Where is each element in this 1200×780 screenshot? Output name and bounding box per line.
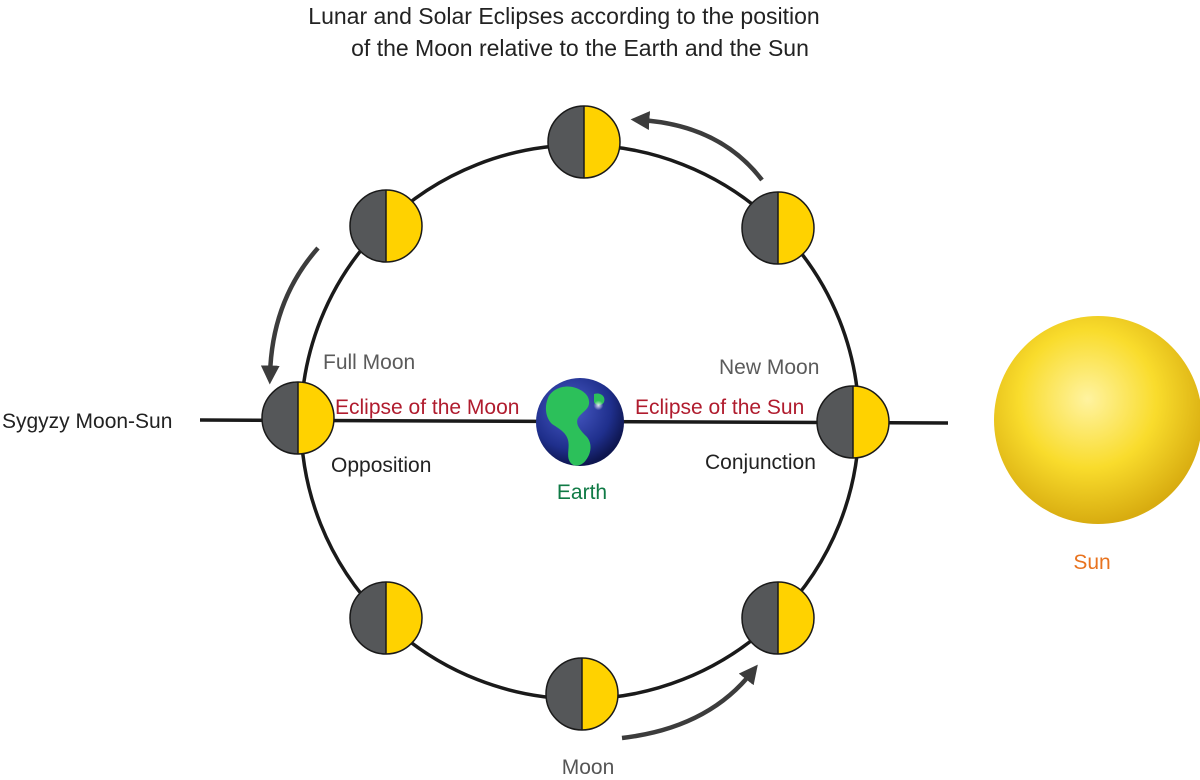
moon-phase-icon <box>349 581 423 655</box>
orbit-arrow-icon <box>621 664 758 741</box>
orbit-arrow-icon <box>630 111 764 182</box>
moon-phase-icon <box>261 381 335 455</box>
sun-icon <box>994 316 1200 524</box>
sun-label: Sun <box>1073 551 1110 574</box>
title-line-1: Lunar and Solar Eclipses according to th… <box>308 3 819 29</box>
moon-phase-icon <box>547 105 621 179</box>
syzygy-label: Sygyzy Moon-Sun <box>2 410 172 433</box>
title-line-2: of the Moon relative to the Earth and th… <box>351 35 809 61</box>
moon-phase-icon <box>545 657 619 731</box>
conjunction-label: Conjunction <box>705 451 816 474</box>
moon-phase-icon <box>349 189 423 263</box>
moon-phase-icon <box>741 581 815 655</box>
opposition-label: Opposition <box>331 454 431 477</box>
moon-phase-icon <box>741 191 815 265</box>
earth-globe-icon <box>536 378 624 466</box>
moon-phases <box>261 105 890 731</box>
eclipse-sun-label: Eclipse of the Sun <box>635 396 804 419</box>
moon-label: Moon <box>562 756 615 779</box>
moon-phase-icon <box>816 385 890 459</box>
new-moon-label: New Moon <box>719 356 819 379</box>
earth-label: Earth <box>557 481 607 504</box>
orbit-arrow-icon <box>260 246 320 385</box>
full-moon-label: Full Moon <box>323 351 415 374</box>
eclipse-moon-label: Eclipse of the Moon <box>335 396 519 419</box>
